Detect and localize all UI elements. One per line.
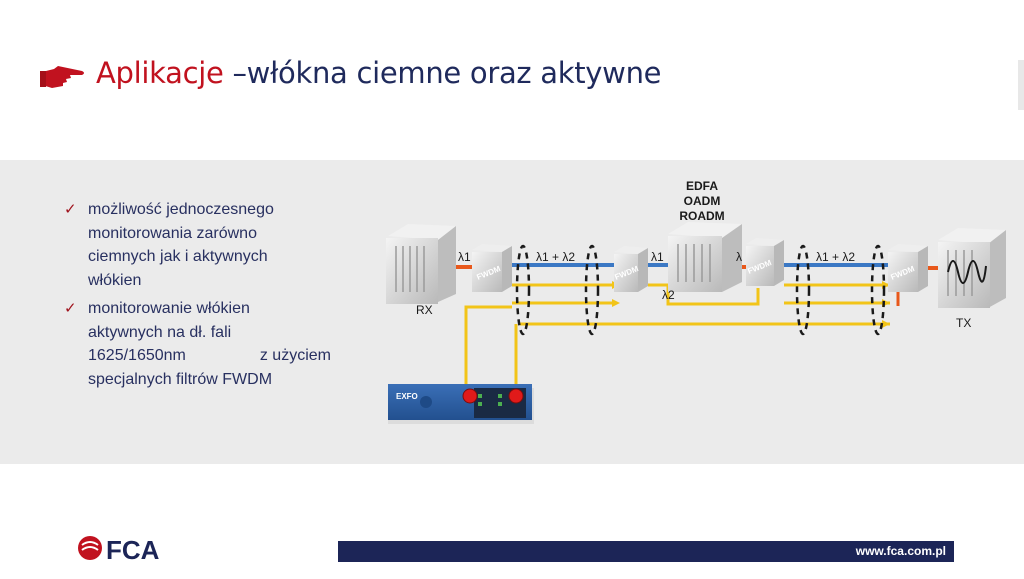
title-accent: Aplikacje [96,56,224,90]
checkmark-icon: ✓ [64,201,77,218]
node-label-edfa: EDFA [686,179,718,193]
title-rest: –włókna ciemne oraz aktywne [223,56,662,90]
lambda-label: λ [736,250,742,264]
tx-rack-icon [938,228,1006,308]
rx-rack-icon [386,224,456,304]
fwdm-box-icon [746,238,784,286]
fwdm-box-icon [472,244,512,292]
fwdm-box-icon [888,244,928,292]
fca-logo: FCA [78,535,160,563]
tx-label: TX [956,316,971,330]
slide-edge-decoration [1018,60,1024,110]
edfa-node-icon [668,222,742,292]
svg-text:FCA: FCA [106,535,160,563]
lambda-sum-label: λ1 + λ2 [536,250,575,264]
bullet-item: ✓ monitorowanie włókien aktywnych na dł.… [64,297,364,391]
lambda-sum-label: λ1 + λ2 [816,250,855,264]
lambda2-label: λ2 [662,288,675,302]
checkmark-icon: ✓ [64,300,77,317]
footer-url[interactable]: www.fca.com.pl [855,544,946,558]
lambda1-label: λ1 [651,250,664,264]
pointing-hand-icon [40,66,84,88]
page-title: Aplikacje –włókna ciemne oraz aktywne [96,56,662,90]
otdr-device-icon [388,384,534,424]
fwdm-box-icon [614,246,648,292]
node-label-roadm: ROADM [679,209,724,223]
footer-bar: www.fca.com.pl [338,541,954,562]
otdr-brand: EXFO [396,392,418,401]
bullet-list: ✓ możliwość jednoczesnego monitorowania … [64,198,364,396]
rx-label: RX [416,303,433,317]
bullet-item: ✓ możliwość jednoczesnego monitorowania … [64,198,364,292]
node-label-oadm: OADM [684,194,721,208]
lambda1-label: λ1 [458,250,471,264]
